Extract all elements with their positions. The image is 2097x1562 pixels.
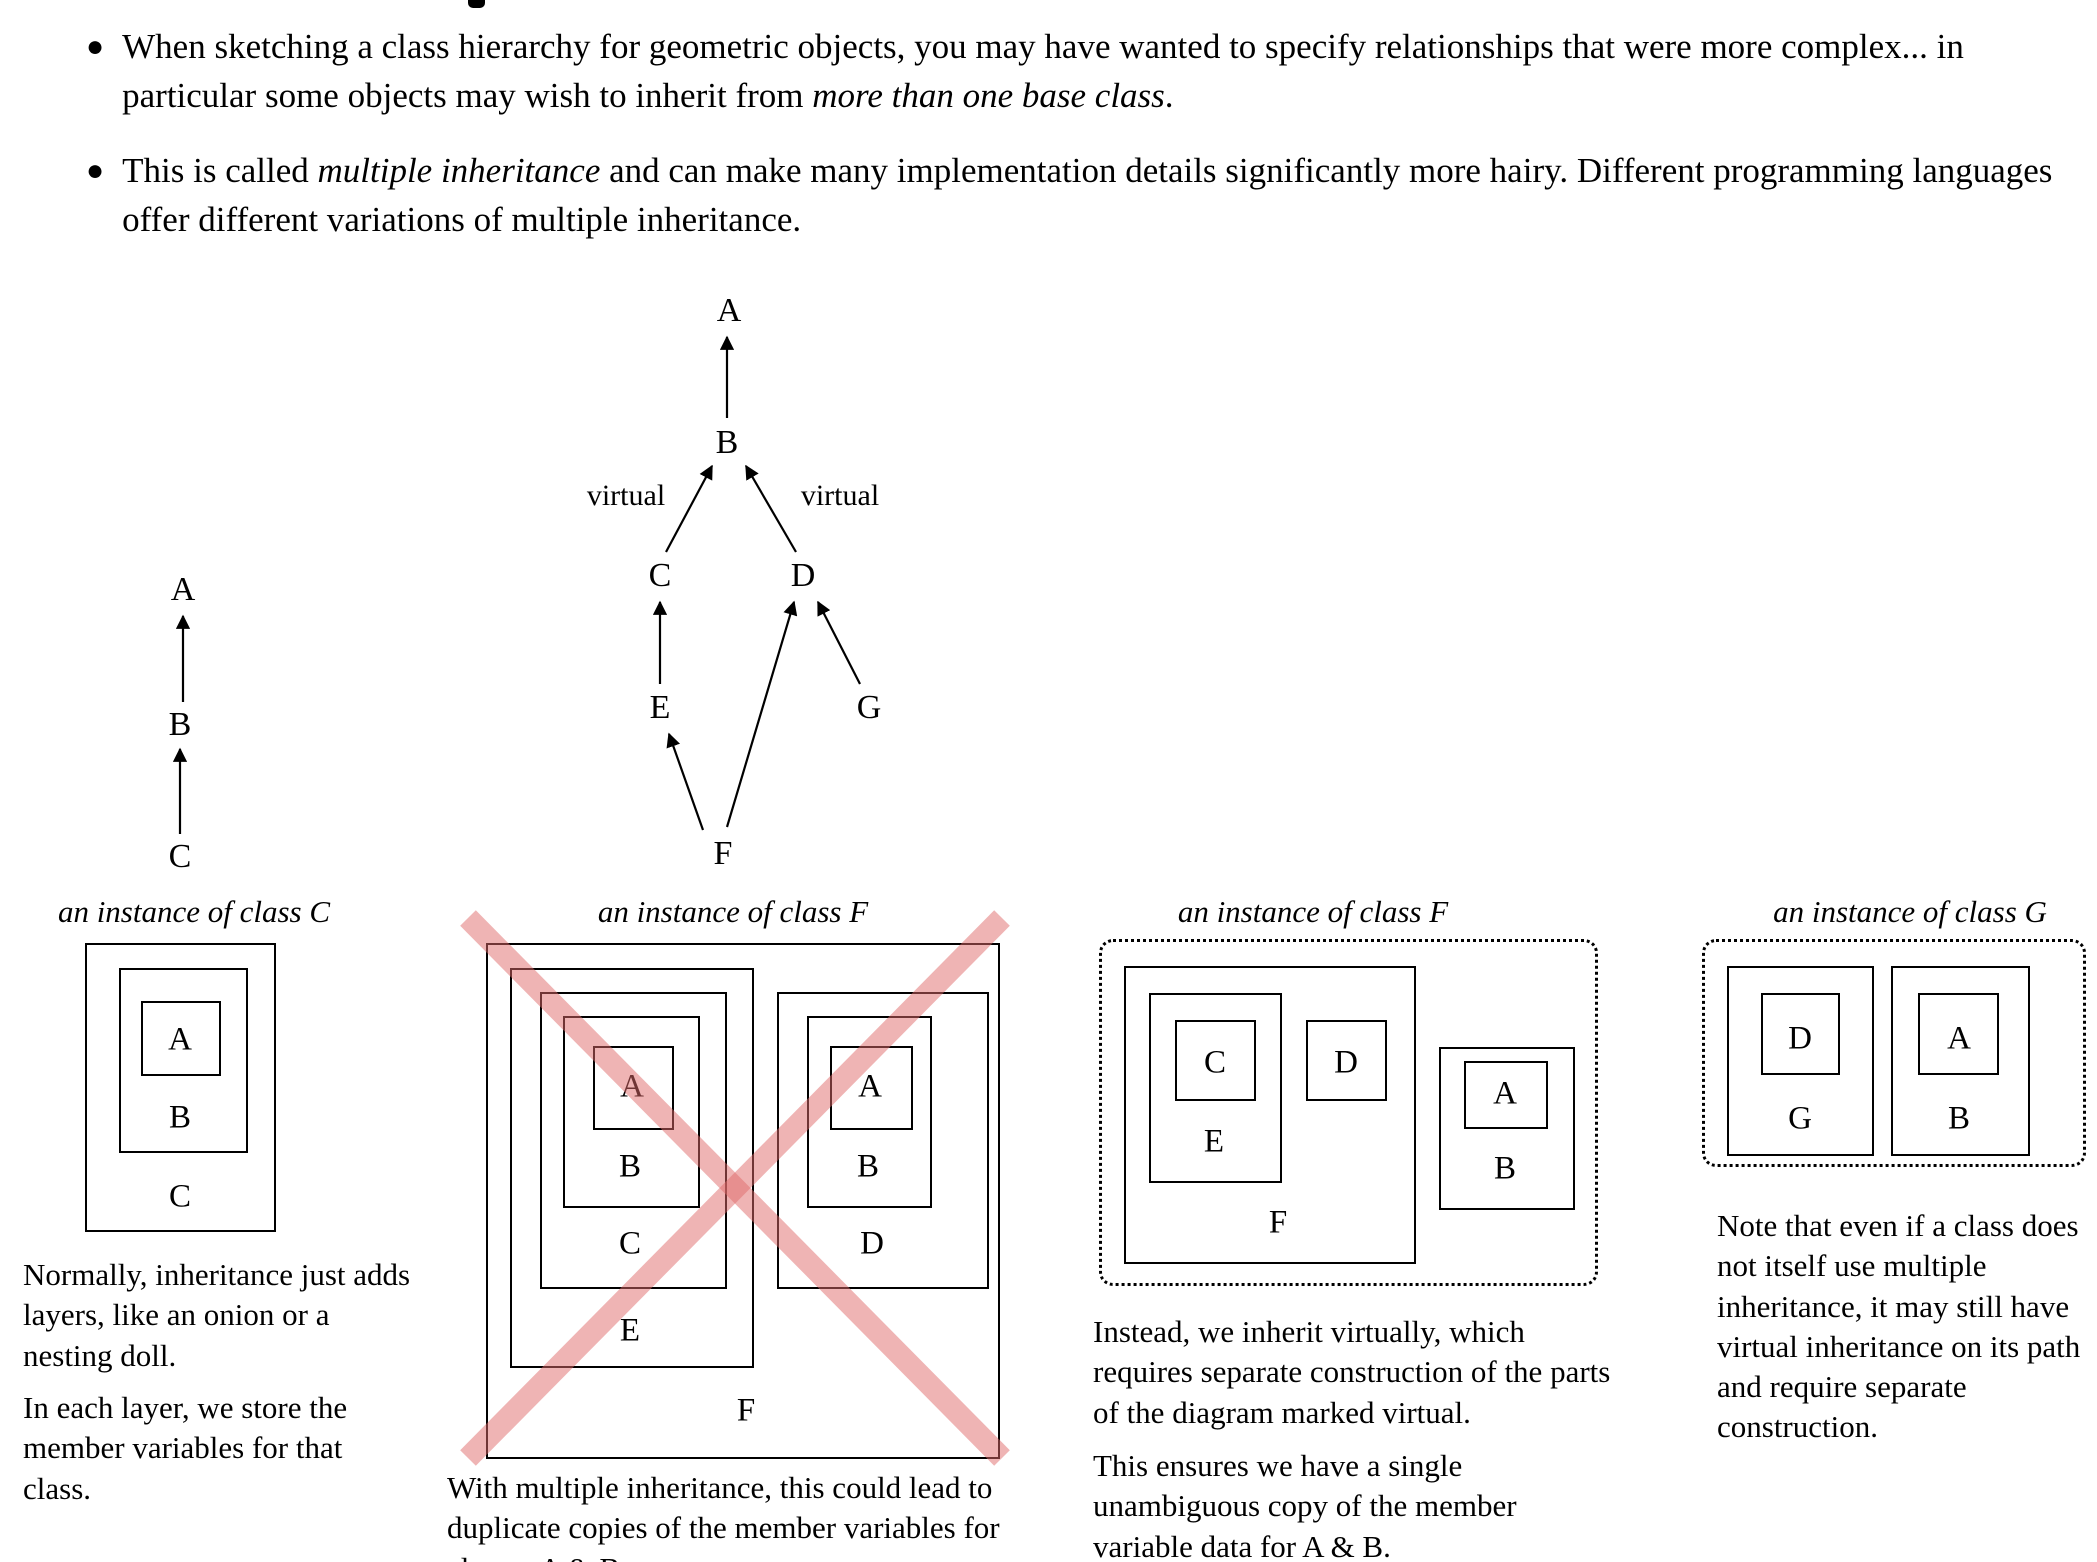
diamond-node-f: F [714, 835, 733, 872]
cropped-title-descender [468, 0, 485, 8]
layer-label-d: D [1788, 1020, 1812, 1057]
note-virtual-inheritance: Instead, we inherit virtually, which req… [1093, 1314, 1611, 1430]
bullet-text: When sketching a class hierarchy for geo… [122, 22, 2067, 120]
layer-label-d: D [860, 1225, 884, 1262]
bullet-text-em: multiple inheritance [317, 151, 601, 190]
diamond-node-a: A [717, 292, 742, 329]
diamond-node-d: D [791, 557, 816, 594]
layer-label-c: C [1203, 1044, 1227, 1081]
f-virtual-b-box [1439, 1047, 1575, 1210]
layer-label-b: B [618, 1148, 642, 1185]
layer-label-a: A [168, 1021, 192, 1058]
virtual-label-left: virtual [587, 479, 665, 512]
note-virtual-path: Note that even if a class does not itsel… [1717, 1208, 2081, 1445]
bullet-text-pre: This is called [122, 151, 318, 190]
bullet-item-multiple-inheritance: ● This is called multiple inheritance an… [86, 146, 2071, 244]
f-virtual-f-box [1124, 966, 1416, 1264]
instance-c-b-layer-box [119, 968, 248, 1153]
g-a-box [1918, 993, 1999, 1075]
layer-label-a: A [1947, 1020, 1971, 1057]
layer-label-e: E [1203, 1123, 1225, 1160]
f-virtual-d-box [1306, 1020, 1387, 1101]
cross-out-x [460, 910, 1010, 1466]
g-d-box [1761, 993, 1840, 1075]
cross-out-stroke-2 [460, 910, 1010, 1466]
note-onion-layers: Normally, inheritance just adds layers, … [23, 1257, 411, 1373]
edge-f-to-e [666, 732, 705, 831]
edge-f-to-d [725, 600, 798, 828]
edge-d-to-b-virtual [745, 464, 797, 553]
layer-label-f: F [1268, 1204, 1288, 1241]
note-single-copy: This ensures we have a single unambiguou… [1093, 1448, 1517, 1562]
layer-label-b: B [856, 1148, 880, 1185]
note-duplicate-copies: With multiple inheritance, this could le… [447, 1470, 1000, 1562]
caption-instance-g: an instance of class G [1773, 894, 2047, 929]
bullet-dot: ● [86, 30, 105, 63]
layer-label-b: B [1947, 1100, 1971, 1137]
f-virtual-c-box [1175, 1020, 1256, 1101]
layer-label-b: B [168, 1099, 192, 1136]
instance-g-dotted-region: D G A B [1702, 939, 2086, 1167]
chain-node-a: A [171, 571, 196, 608]
bullet-text-post: . [1164, 76, 1174, 115]
diamond-node-g: G [857, 689, 882, 726]
layer-label-f: F [736, 1392, 756, 1429]
f-bad-b-layer-box-left [563, 1016, 700, 1208]
instance-f-virtual-dotted-region: C D E F A B [1099, 939, 1598, 1286]
chain-node-b: B [169, 706, 192, 743]
bullet-text: This is called multiple inheritance and … [122, 146, 2067, 244]
bullet-list: ● When sketching a class hierarchy for g… [86, 22, 2071, 270]
layer-label-g: G [1788, 1100, 1812, 1137]
instance-c-a-layer-box [141, 1001, 221, 1076]
caption-instance-f-bad: an instance of class F [597, 894, 869, 929]
diamond-node-e: E [650, 689, 671, 726]
virtual-label-right: virtual [801, 479, 879, 512]
bullet-text-post: and can make many implementation details… [122, 151, 2053, 239]
diamond-node-b: B [716, 424, 739, 461]
edge-c-to-b-virtual [665, 464, 713, 553]
caption-instance-f-virtual: an instance of class F [1177, 894, 1449, 929]
note-member-variables: In each layer, we store the member varia… [23, 1390, 348, 1506]
instance-c-outer-box: A B C [85, 943, 276, 1232]
bullet-dot: ● [86, 154, 105, 187]
chain-node-c: C [169, 838, 192, 875]
layer-label-c: C [618, 1225, 642, 1262]
f-virtual-a-box [1464, 1061, 1548, 1129]
g-box [1727, 966, 1874, 1156]
layer-label-c: C [168, 1178, 192, 1215]
layer-label-b: B [1493, 1150, 1517, 1187]
inheritance-hierarchy-diagram: A B C A B virtual virtual C D E G F [169, 292, 882, 875]
layer-label-a: A [858, 1068, 882, 1105]
caption-instance-c: an instance of class C [57, 894, 331, 929]
bullet-item-multiple-base-class: ● When sketching a class hierarchy for g… [86, 22, 2071, 120]
edge-g-to-d [817, 600, 861, 685]
layer-label-d: D [1334, 1044, 1358, 1081]
f-bad-a-layer-box-left [593, 1046, 674, 1130]
layer-label-e: E [619, 1312, 641, 1349]
bullet-text-pre: When sketching a class hierarchy for geo… [122, 27, 1964, 115]
g-b-box [1891, 966, 2030, 1156]
f-virtual-e-box [1149, 993, 1282, 1183]
bullet-text-em: more than one base class [812, 76, 1165, 115]
diamond-node-c: C [649, 557, 672, 594]
layer-label-a: A [1493, 1075, 1517, 1112]
